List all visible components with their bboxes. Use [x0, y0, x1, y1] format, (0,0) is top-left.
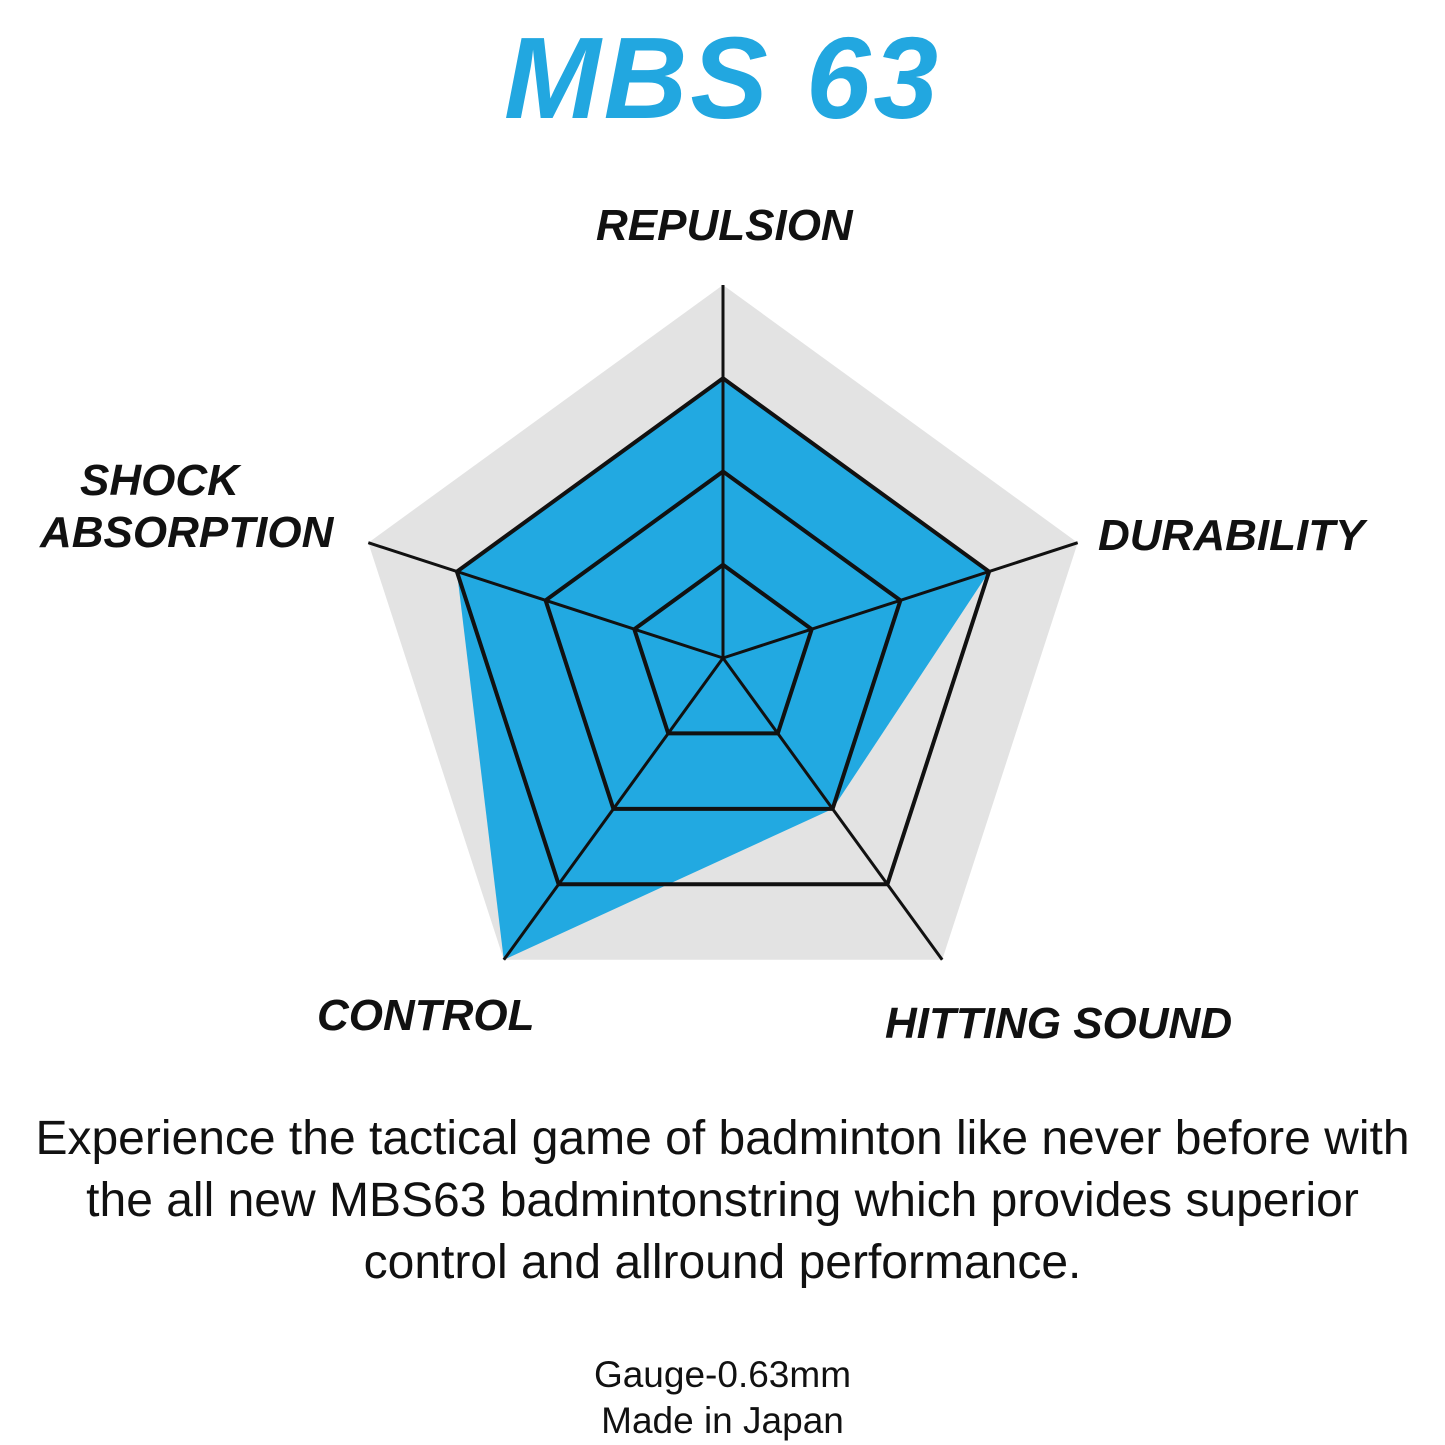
axis-label-shock-text: SHOCK: [80, 456, 239, 505]
axis-label-hitting-sound: HITTING SOUND: [885, 998, 1232, 1050]
axis-label-control-text: CONTROL: [317, 991, 535, 1040]
radar-spoke-4: [367, 541, 724, 660]
axis-label-repulsion: REPULSION: [596, 200, 853, 252]
radar-grid-ring-2: [543, 469, 903, 811]
axis-label-control: CONTROL: [317, 990, 535, 1042]
radar-spoke-3: [502, 657, 725, 961]
spec-origin: Made in Japan: [601, 1400, 844, 1441]
axis-label-absorption-text: ABSORPTION: [40, 508, 334, 557]
radar-series-0: [456, 378, 990, 960]
product-title: MBS 63: [503, 13, 942, 143]
radar-spoke-1: [722, 541, 1079, 660]
product-description: Experience the tactical game of badminto…: [35, 1112, 1410, 1289]
axis-label-durability-text: DURABILITY: [1098, 511, 1365, 560]
axis-label-repulsion-text: REPULSION: [596, 201, 853, 250]
radar-spoke-2: [721, 657, 944, 961]
radar-grid-ring-3: [454, 376, 992, 887]
spec-gauge: Gauge-0.63mm: [593, 1354, 852, 1395]
axis-label-shock-absorption: SHOCK ABSORPTION: [40, 455, 333, 559]
radar-grid-ring-1: [632, 562, 814, 736]
axis-label-durability: DURABILITY: [1098, 510, 1364, 562]
axis-label-hitting-sound-text: HITTING SOUND: [885, 999, 1233, 1048]
